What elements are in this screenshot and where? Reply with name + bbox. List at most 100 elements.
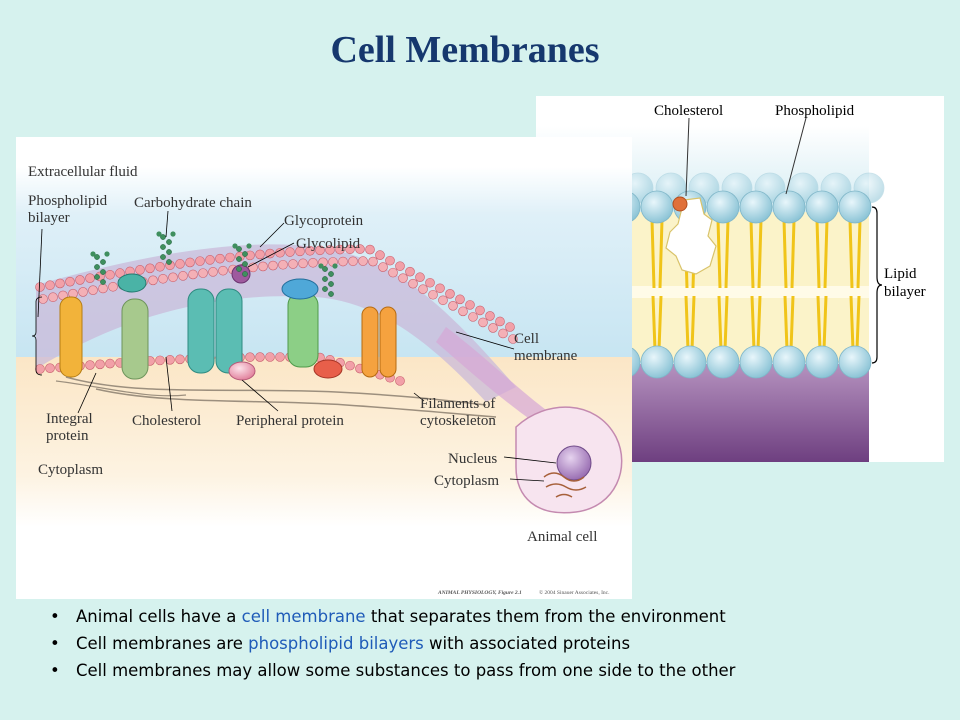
membrane-bead [428, 289, 438, 300]
membrane-bead [255, 249, 265, 260]
lipid-bilayer-bracket [871, 206, 883, 364]
membrane-bead [438, 295, 448, 306]
cell-membrane-illustration: Extracellular fluid Phospholipid bilayer… [16, 137, 632, 599]
bullet-dot: • [50, 634, 60, 653]
leader-lines [31, 210, 557, 482]
membrane-bead [158, 273, 168, 284]
membrane-bead [435, 283, 445, 294]
highlight-phospholipid-bilayers: phospholipid bilayers [248, 634, 424, 653]
membrane-bead [105, 269, 115, 280]
membrane-bead [85, 360, 95, 370]
membrane-bead [308, 257, 318, 268]
membrane-bead [65, 276, 75, 287]
membrane-bead [78, 287, 88, 297]
cytoskeleton-filament [65, 376, 487, 406]
lipid-head [838, 345, 872, 379]
label-integral: Integral [46, 411, 93, 427]
membrane-bead [405, 266, 415, 277]
membrane-bead [415, 272, 425, 283]
membrane-bead [218, 265, 228, 276]
carbohydrate-chains [90, 231, 338, 297]
membrane-bead [335, 244, 345, 255]
membrane-bead [85, 273, 95, 283]
peripheral-protein-blue [281, 278, 319, 300]
integral-protein-teal-left [187, 288, 215, 374]
label-cytoskeleton: cytoskeleton [420, 413, 496, 429]
membrane-bead [408, 278, 418, 289]
membrane-bead [368, 256, 378, 267]
membrane-bead [165, 355, 175, 365]
membrane-bead [305, 245, 315, 256]
bullet-dot: • [50, 607, 60, 626]
membrane-bead [98, 283, 108, 294]
membrane-bead [38, 294, 48, 304]
membrane-bead [325, 245, 335, 255]
membrane-bead [88, 285, 98, 295]
membrane-bead [48, 292, 58, 303]
lipid-head [838, 190, 872, 224]
lipid-head [706, 190, 740, 224]
figure-credit-rights: © 2004 Sinauer Associates, Inc. [539, 589, 610, 596]
lipid-head [640, 345, 674, 379]
membrane-bead [275, 247, 285, 258]
membrane-bead [398, 273, 408, 283]
label-bilayer: bilayer [884, 284, 926, 300]
carbohydrate-chain [318, 263, 338, 297]
label-extracellular-fluid: Extracellular fluid [28, 164, 138, 180]
membrane-bead [35, 364, 45, 374]
label-nucleus: Nucleus [448, 451, 497, 467]
membrane-bead [395, 261, 405, 271]
membrane-bead [155, 261, 165, 272]
lipid-tail [650, 219, 664, 289]
membrane-bead [288, 259, 298, 269]
cell-membrane-figure: Extracellular fluid Phospholipid bilayer… [16, 137, 632, 599]
label-glycolipid: Glycolipid [296, 236, 361, 252]
label-glycoprotein: Glycoprotein [284, 213, 364, 229]
membrane-bead [448, 301, 458, 311]
membrane-bead [135, 265, 145, 275]
membrane-bead [105, 358, 115, 369]
label-membrane: membrane [514, 348, 578, 364]
membrane-bead [115, 268, 125, 278]
bullet-item: •Animal cells have a cell membrane that … [46, 603, 946, 630]
membrane-bead [445, 289, 455, 299]
membrane-bead [148, 275, 158, 286]
lipid-tail [783, 295, 795, 351]
membrane-bead [315, 245, 325, 256]
cytoskeleton-filament-3 [55, 380, 187, 397]
lipid-tail [749, 219, 763, 289]
cholesterol-molecule [665, 197, 717, 275]
membrane-bead [188, 269, 198, 280]
membrane-bead [205, 255, 215, 265]
membrane-bead [45, 280, 55, 291]
membrane-bead [208, 267, 218, 277]
label-phospholipid: Phospholipid [775, 103, 855, 119]
bullet-dot: • [50, 661, 60, 680]
membrane-bead [465, 300, 475, 310]
integral-protein-green [121, 298, 149, 380]
integral-protein-teal-right [215, 288, 243, 374]
lipid-head [739, 190, 773, 224]
lipid-tail [717, 295, 729, 351]
membrane-bead [175, 259, 185, 269]
integral-protein-orange-left [361, 306, 379, 378]
label-cholesterol: Cholesterol [654, 103, 723, 119]
lipid-tail [782, 219, 796, 289]
lipid-tail [651, 295, 663, 351]
lipid-head [739, 345, 773, 379]
lipid-tail [716, 219, 730, 289]
label-bilayer: bilayer [28, 210, 70, 226]
figure-credit-source: ANIMAL PHYSIOLOGY, Figure 2.1 [437, 590, 522, 596]
membrane-bead [108, 281, 118, 292]
lipid-head [805, 345, 839, 379]
lipid-head [772, 190, 806, 224]
highlight-cell-membrane: cell membrane [241, 607, 366, 626]
membrane-bead [195, 256, 205, 266]
membrane-bead [185, 257, 195, 268]
membrane-bead [458, 306, 468, 317]
membrane-bead [268, 260, 278, 271]
label-cell-cytoplasm: Cytoplasm [434, 473, 499, 489]
membrane-bead [245, 352, 255, 362]
lipid-tail [815, 219, 829, 289]
membrane-bead [345, 360, 355, 371]
